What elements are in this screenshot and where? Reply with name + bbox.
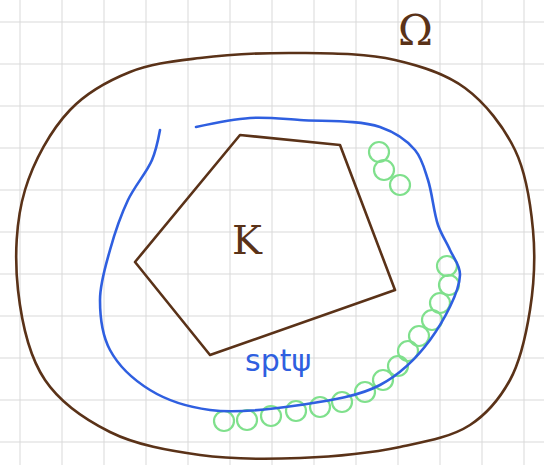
region-label: Ω bbox=[398, 10, 433, 52]
compact-set-path bbox=[135, 135, 395, 355]
domain-region-outline bbox=[8, 6, 540, 462]
support-label: sptψ bbox=[245, 346, 311, 376]
compact-set: K bbox=[130, 130, 400, 360]
cover-circles bbox=[214, 142, 459, 431]
support-curve: sptψ K bbox=[95, 110, 470, 420]
set-label: K bbox=[232, 220, 262, 260]
domain-region-path bbox=[16, 53, 534, 459]
support-curve-path bbox=[100, 118, 460, 412]
compact-set-outline bbox=[130, 130, 400, 360]
domain-region: Ωsptψ K bbox=[8, 6, 540, 462]
